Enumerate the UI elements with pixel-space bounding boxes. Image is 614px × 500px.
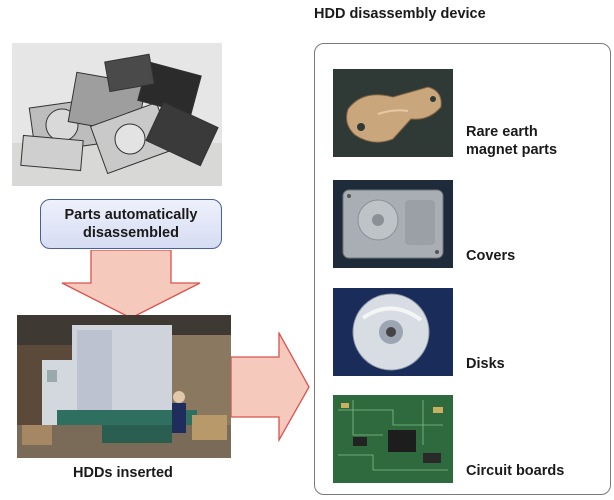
hdd-pile-photo <box>12 43 222 186</box>
device-title: HDD disassembly device <box>314 6 486 22</box>
part-label-disks: Disks <box>466 356 505 372</box>
circuit-board-photo <box>333 395 453 483</box>
step-label-box: Parts automatically disassembled <box>40 199 222 249</box>
part-label-covers: Covers <box>466 248 516 264</box>
disk-part-photo <box>333 288 453 376</box>
part-label-circuit-boards: Circuit boards <box>466 463 565 479</box>
magnet-part-photo <box>333 69 453 157</box>
cover-part-photo <box>333 180 453 268</box>
down-arrow <box>61 250 201 319</box>
device-box <box>314 43 611 495</box>
part-label-magnet: Rare earth magnet parts <box>466 124 558 158</box>
right-arrow <box>231 332 310 442</box>
input-label: HDDs inserted <box>73 465 173 481</box>
disassembly-machine-photo <box>17 315 231 458</box>
